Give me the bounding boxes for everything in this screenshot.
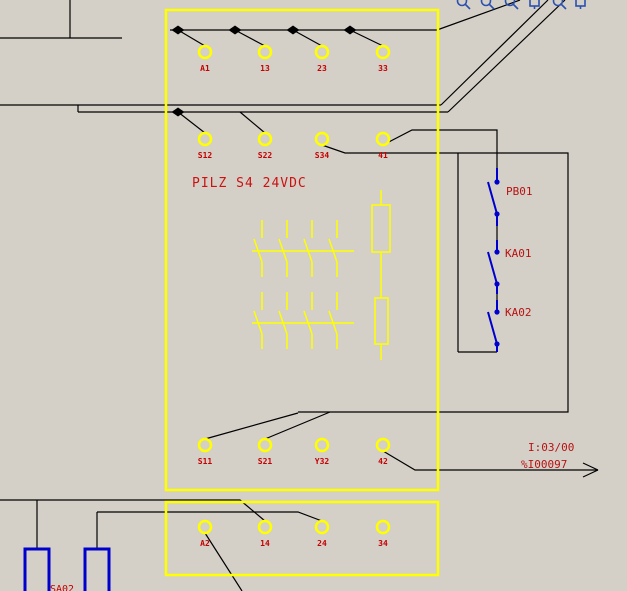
terminal-label: S21	[257, 457, 273, 466]
terminal-label: S34	[314, 151, 330, 160]
terminal-label: 33	[378, 64, 388, 73]
junction-nodes[interactable]	[171, 25, 357, 117]
toolbar	[456, 0, 586, 10]
zoom-out-icon[interactable]	[504, 0, 519, 10]
signal-arrow[interactable]	[582, 462, 599, 478]
contact-label-ka02: KA02	[505, 306, 532, 319]
io-tag: %I00097	[521, 458, 568, 471]
pan-icon[interactable]	[529, 0, 540, 9]
component-block-1[interactable]	[23, 547, 51, 591]
terminal-label: S12	[197, 151, 213, 160]
terminal-label: S22	[257, 151, 273, 160]
zoom-window-icon[interactable]	[456, 0, 471, 10]
terminal-label: 24	[317, 539, 327, 548]
device-title: PILZ S4 24VDC	[192, 176, 307, 191]
zoom-in-icon[interactable]	[480, 0, 495, 10]
relay-internal-symbols[interactable]	[252, 190, 391, 360]
device-outline[interactable]	[164, 8, 440, 577]
terminal-label: 34	[378, 539, 388, 548]
zoom-extents-icon[interactable]	[552, 0, 567, 10]
component-label: SA02	[50, 584, 75, 591]
contact-ka02[interactable]	[487, 300, 500, 352]
device-terminals[interactable]	[197, 44, 391, 535]
contact-ka01[interactable]	[487, 240, 500, 294]
terminal-label: A1	[200, 64, 210, 73]
zoom-previous-icon[interactable]	[575, 0, 586, 9]
terminal-label: 41	[378, 151, 388, 160]
terminal-label: 14	[260, 539, 270, 548]
terminal-label: A2	[200, 539, 210, 548]
component-block-2[interactable]	[83, 547, 111, 591]
terminal-label: Y32	[314, 457, 330, 466]
contact-pb01[interactable]	[487, 168, 500, 226]
terminal-label: 42	[378, 457, 388, 466]
terminal-label: S11	[197, 457, 213, 466]
io-address: I:03/00	[528, 441, 575, 454]
terminal-label: 13	[260, 64, 270, 73]
contact-label-pb01: PB01	[506, 185, 533, 198]
contact-label-ka01: KA01	[505, 247, 532, 260]
terminal-label: 23	[317, 64, 327, 73]
wires[interactable]	[0, 0, 598, 591]
